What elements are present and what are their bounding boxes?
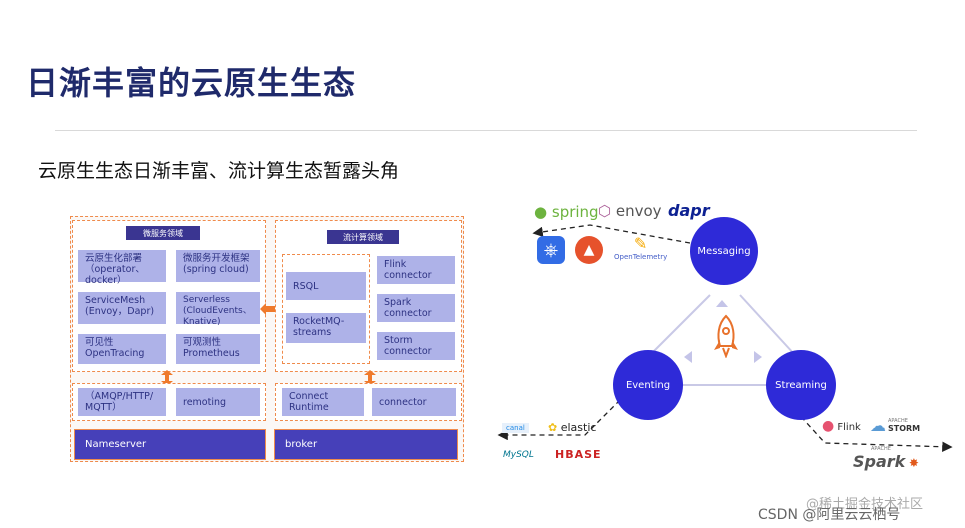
rocketmq-streams-box: RocketMQ- streams [286,313,366,343]
rsql-box: RSQL [286,272,366,300]
watermark-line2: CSDN @阿里云云栖号 [758,507,901,523]
microservice-tag: 微服务领域 [126,226,200,240]
protocols-box: （AMQP/HTTP/ MQTT） [78,388,166,416]
elastic-label: elastic [560,421,597,434]
canal-logo: canal [502,423,529,433]
envoy-label: envoy [615,202,662,220]
storm-apache-label: APACHE [888,418,908,424]
eventing-node: Eventing [613,350,683,420]
envoy-logo: ⬡ envoy [598,202,662,220]
dapr-logo: dapr [668,201,710,220]
nameserver-box: Nameserver [74,429,266,460]
storm-logo: ☁ APACHE STORM [870,416,920,435]
opentelemetry-logo: ✎ OpenTelemetry [614,234,667,261]
broker-box: broker [274,429,458,460]
stream-tag: 流计算领域 [327,230,399,244]
spark-logo: APACHE Spark ✸ [853,446,919,471]
serverless-box: Serverless (CloudEvents、Knative) [176,292,260,327]
mysql-logo: MySQL [503,450,534,460]
title-divider [55,130,917,131]
storm-connector-box: Storm connector [377,332,455,360]
kubernetes-icon: ⎈ [537,236,565,264]
micro-framework-box: 微服务开发框架 (spring cloud) [176,250,260,282]
envoy-hex-icon: ⬡ [598,202,612,220]
observability-box: 可见性 OpenTracing [78,334,166,364]
vertical-double-arrow-left [161,370,173,386]
spark-apache-label: APACHE [871,446,891,452]
opentelemetry-icon: ✎ [633,234,648,253]
spark-connector-box: Spark connector [377,294,455,322]
rocketmq-rocket-icon [714,314,738,358]
flink-squirrel-icon: ● [822,418,835,434]
watermark-line1: @稀土掘金技术社区 [806,497,924,512]
prometheus-icon: ▲ [575,236,603,264]
flink-label: Flink [837,422,861,433]
cloud-native-box: 云原生化部署 （operator、docker） [78,250,166,286]
flink-logo: ● Flink [822,418,861,434]
elastic-icon: ✿ [548,421,558,434]
connector-box: connector [372,388,456,416]
spring-leaf-icon: ● [534,203,548,221]
vertical-double-arrow-right [364,370,376,386]
storm-label: STORM [888,424,921,433]
page-subtitle: 云原生生态日渐丰富、流计算生态暂露头角 [38,160,400,182]
streaming-node: Streaming [766,350,836,420]
spark-star-icon: ✸ [908,456,919,470]
page-title: 日渐丰富的云原生生态 [26,64,357,102]
rsql-group [282,254,370,364]
remoting-box: remoting [176,388,260,416]
spring-label: spring [551,203,599,221]
servicemesh-box: ServiceMesh (Envoy，Dapr) [78,292,166,324]
elastic-logo: ✿ elastic [548,421,596,434]
opentelemetry-label: OpenTelemetry [614,253,668,261]
spring-logo: ● spring [534,203,599,221]
hbase-logo: HBASE [555,448,602,461]
storm-icon: ☁ [870,416,886,435]
connect-runtime-box: Connect Runtime [282,388,364,416]
messaging-node: Messaging [690,217,758,285]
monitoring-box: 可观测性 Prometheus [176,334,260,364]
spark-label: Spark [853,452,906,471]
flink-connector-box: Flink connector [377,256,455,284]
ecosystem-connectors [497,224,953,452]
